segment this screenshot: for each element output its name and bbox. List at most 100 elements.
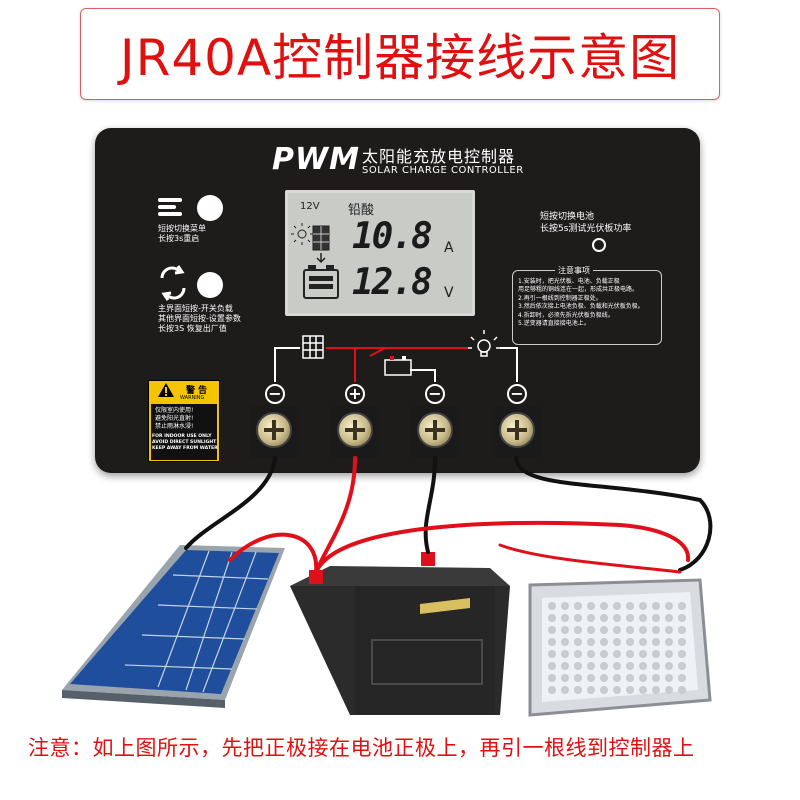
screw-icon[interactable] xyxy=(499,412,535,448)
notes-line: 5.逆变器请直接接电池上。 xyxy=(518,320,590,328)
led-icon xyxy=(548,602,556,610)
screw-icon[interactable] xyxy=(256,412,292,448)
polarity-marker: − xyxy=(265,384,285,404)
battery-switch-label-1: 短按切换电池 xyxy=(540,212,595,222)
notes-line: 2.再引一根线到控制器正极处。 xyxy=(518,294,602,302)
left-notch-top xyxy=(118,215,134,273)
led-icon xyxy=(561,662,569,670)
set-button[interactable] xyxy=(197,272,223,298)
led-icon xyxy=(574,650,582,658)
battery-switch-button[interactable] xyxy=(592,238,606,252)
led-icon xyxy=(600,662,608,670)
led-icon xyxy=(678,638,686,646)
warning-body xyxy=(151,404,217,460)
led-icon xyxy=(600,674,608,682)
led-icon xyxy=(652,674,660,682)
screw-icon[interactable] xyxy=(417,412,453,448)
led-icon xyxy=(652,626,660,634)
led-icon xyxy=(548,662,556,670)
notes-line: 3.然后依次接上电池负极、负载和光伏板负极。 xyxy=(518,303,644,311)
led-icon xyxy=(600,638,608,646)
led-icon xyxy=(574,662,582,670)
led-icon xyxy=(613,638,621,646)
led-icon xyxy=(665,602,673,610)
led-icon xyxy=(665,650,673,658)
led-icon xyxy=(665,626,673,634)
warning-line-en: KEEP AWAY FROM WATER xyxy=(152,446,218,452)
led-icon xyxy=(652,602,660,610)
led-icon xyxy=(626,650,634,658)
right-notch-top xyxy=(672,215,688,273)
warning-text-en: FOR INDOOR USE ONLY AVOID DIRECT SUNLIGH… xyxy=(152,434,218,453)
led-icon xyxy=(639,626,647,634)
set-button-label-1: 主界面短按-开关负载 xyxy=(158,304,233,313)
led-icon xyxy=(626,674,634,682)
left-notch-bottom xyxy=(118,325,134,383)
led-icon xyxy=(548,614,556,622)
led-icon xyxy=(613,674,621,682)
led-icon xyxy=(665,638,673,646)
led-icon xyxy=(665,662,673,670)
led-icon xyxy=(587,662,595,670)
led-icon xyxy=(665,614,673,622)
polarity-marker: − xyxy=(425,384,445,404)
led-icon xyxy=(600,650,608,658)
led-icon xyxy=(626,662,634,670)
lcd-battery-type: 铅酸 xyxy=(348,203,375,218)
led-icon xyxy=(678,614,686,622)
led-icon xyxy=(587,626,595,634)
led-icon xyxy=(665,686,673,694)
polarity-marker: + xyxy=(345,384,365,404)
lcd-voltage-value: 12.8 xyxy=(352,262,433,303)
bottom-note: 注意：如上图所示，先把正极接在电池正极上，再引一根线到控制器上 xyxy=(28,736,695,760)
notes-line: 用足够粗的铜线连在一起，形成共正极电路。 xyxy=(518,286,639,294)
screw-icon[interactable] xyxy=(337,412,373,448)
polarity-marker: − xyxy=(507,384,527,404)
led-icon xyxy=(626,686,634,694)
led-icon xyxy=(548,650,556,658)
led-icon xyxy=(548,674,556,682)
warning-text-cn: 仅限室内使用! 避免阳光直射! 禁止雨淋水浸! xyxy=(155,407,193,431)
led-icon xyxy=(548,686,556,694)
warning-line-en: AVOID DIRECT SUNLIGHT xyxy=(152,440,217,446)
led-icon xyxy=(639,686,647,694)
led-icon xyxy=(652,638,660,646)
lcd-voltage-unit: V xyxy=(444,285,454,301)
led-icon xyxy=(639,602,647,610)
lcd-system-voltage: 12V xyxy=(300,201,320,212)
led-icon xyxy=(561,626,569,634)
led-icon xyxy=(665,674,673,682)
led-icon xyxy=(600,626,608,634)
led-icon xyxy=(600,614,608,622)
led-icon xyxy=(574,626,582,634)
menu-button-label-1: 短按切换菜单 xyxy=(158,224,206,233)
led-icon xyxy=(587,650,595,658)
notes-line: 1.安装时，把光伏板、电池、负载正极 xyxy=(518,278,620,285)
solar-panel xyxy=(62,545,285,708)
led-icon xyxy=(652,650,660,658)
led-icon xyxy=(639,662,647,670)
warning-heading-en: WARNING xyxy=(180,395,205,401)
led-flood-light xyxy=(528,578,712,717)
led-icon xyxy=(626,626,634,634)
led-icon xyxy=(587,686,595,694)
led-icon xyxy=(561,686,569,694)
warning-line: 避免阳光直射! xyxy=(155,415,194,422)
battery-switch-label-2: 长按5s测试光伏板功率 xyxy=(540,224,632,234)
led-icon xyxy=(574,674,582,682)
led-icon xyxy=(574,602,582,610)
notes-list: 1.安装时，把光伏板、电池、负载正极 用足够粗的铜线连在一起，形成共正极电路。 … xyxy=(518,278,644,328)
led-icon xyxy=(574,614,582,622)
led-icon xyxy=(561,674,569,682)
led-icon xyxy=(613,614,621,622)
menu-button-label-2: 长按3s重启 xyxy=(158,234,200,243)
battery xyxy=(290,552,510,715)
menu-button[interactable] xyxy=(197,195,223,221)
right-notch-bottom xyxy=(672,268,688,326)
led-icon xyxy=(613,626,621,634)
lcd-current-unit: A xyxy=(444,240,454,256)
led-icon xyxy=(587,614,595,622)
led-icon xyxy=(652,662,660,670)
set-button-label-3: 长按3S 恢复出厂值 xyxy=(158,324,227,333)
notes-line: 4.拆卸时，必须先拆光伏板负极线。 xyxy=(518,311,614,319)
